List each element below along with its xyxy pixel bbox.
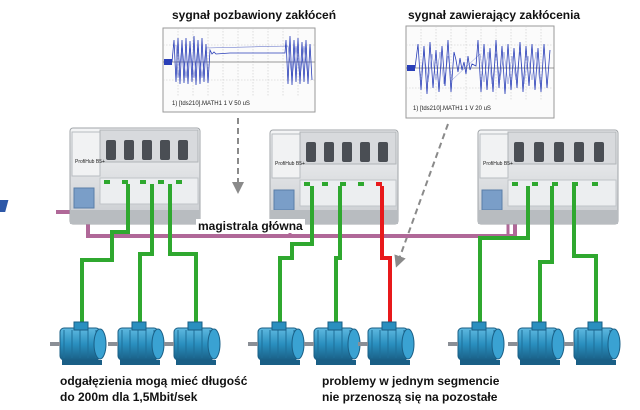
motor [164, 321, 221, 365]
main-bus-label: magistrala główna [196, 219, 305, 233]
motor [50, 321, 107, 365]
clean-scope-caption: 1) [tds210].MATH1 1 V 50 uS [172, 101, 250, 107]
profihub-1 [69, 127, 201, 225]
noisy-scope-caption: 1) [tds210].MATH1 1 V 20 uS [413, 106, 491, 112]
logo-text-2: BUS [22, 213, 45, 222]
problems-label-line-1: problemy w jednym segmencie [322, 374, 500, 388]
branches-hub-3 [478, 186, 598, 330]
motor [448, 321, 505, 365]
motor [108, 321, 165, 365]
motor [564, 321, 621, 365]
problems-label-line-2: nie przenoszą się na pozostałe [322, 390, 498, 404]
profihub-2 [269, 129, 399, 225]
profibus-logo [0, 200, 9, 212]
clean-signal-label: sygnał pozbawiony zakłóceń [172, 8, 337, 22]
hub-3-model: ProfiHub B5+ [483, 161, 513, 167]
hub-2-model: ProfiHub B5+ [275, 161, 305, 167]
logo-text-1: PROFI [22, 200, 52, 209]
noisy-signal-scope [405, 25, 555, 119]
motor [248, 321, 305, 365]
branches-label-line-1: odgałęzienia mogą mieć długość [60, 374, 248, 388]
motor [358, 321, 415, 365]
noisy-signal-arrow [394, 123, 449, 268]
hub-1-model: ProfiHub B5+ [75, 159, 105, 165]
clean-signal-scope [162, 27, 316, 113]
noisy-signal-label: sygnał zawierający zakłócenia [408, 8, 581, 22]
branches-hub-2 [278, 186, 392, 330]
branches-label-line-2: do 200m dla 1,5Mbit/sek [60, 390, 198, 404]
profihub-3 [477, 129, 619, 225]
branches-hub-1 [80, 184, 198, 330]
motor [508, 321, 565, 365]
motor [304, 321, 361, 365]
